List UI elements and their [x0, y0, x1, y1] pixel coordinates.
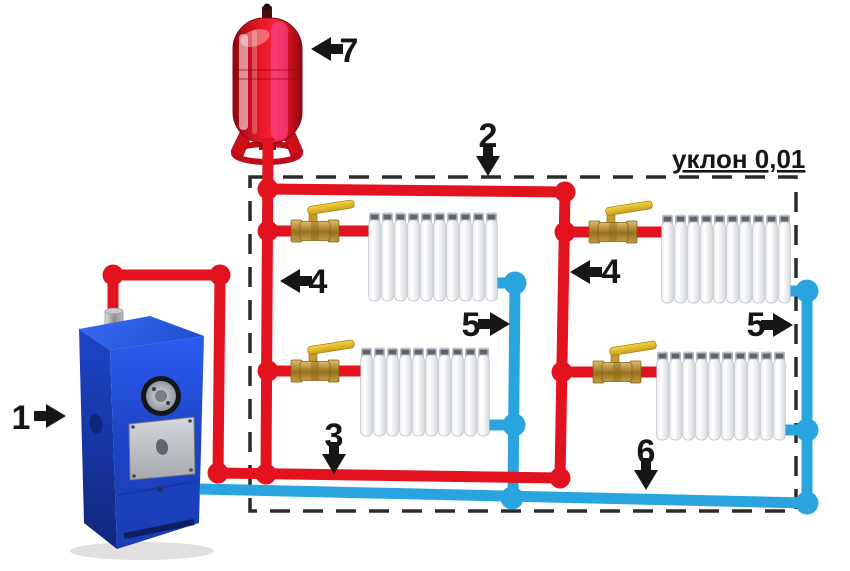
- return-pipe-joints: [500, 271, 819, 515]
- radiator-upper-right: [662, 215, 791, 303]
- boiler: [70, 307, 214, 560]
- slope-annotation: уклон 0,01: [672, 144, 805, 174]
- radiator-upper-left: [369, 213, 498, 301]
- callout-4-right-arrow-icon: [570, 260, 602, 284]
- callout-1-arrow-right-icon: [34, 404, 66, 428]
- callout-6-arrow-down-icon: [634, 458, 658, 490]
- supply-pipe-joints: [102, 178, 576, 489]
- callout-4-left-arrow-icon: [280, 269, 312, 293]
- callout-7-tank: 7: [340, 32, 359, 70]
- callout-5-left-arrow-icon: [478, 312, 510, 336]
- radiator-lower-right: [657, 352, 786, 440]
- radiator-lower-left: [361, 348, 490, 436]
- callout-1-boiler: 1: [12, 399, 31, 437]
- boiler-side-port: [89, 414, 103, 434]
- boiler-drop-pipe: [212, 274, 226, 474]
- left-return-riser: [507, 282, 521, 499]
- callout-3-arrow-down-icon: [322, 442, 346, 474]
- callout-5-right-return: 5: [747, 306, 766, 344]
- callout-labels: 1 2 3 4 4 5 5 6 7 уклон 0,01: [12, 32, 805, 490]
- callout-4-right-riser: 4: [602, 253, 621, 291]
- upper-supply-main: [267, 183, 566, 198]
- tank-air-nipple: [262, 6, 272, 20]
- boiler-side-face: [79, 329, 117, 549]
- boiler-top-face: [79, 316, 204, 350]
- callout-5-left-return: 5: [462, 306, 481, 344]
- callout-7-arrow-left-icon: [311, 37, 343, 61]
- callout-2-arrow-down-icon: [476, 144, 500, 176]
- dashed-boundary: [248, 175, 798, 513]
- callout-5-right-arrow-icon: [761, 313, 793, 337]
- callout-4-left-riser: 4: [309, 263, 328, 301]
